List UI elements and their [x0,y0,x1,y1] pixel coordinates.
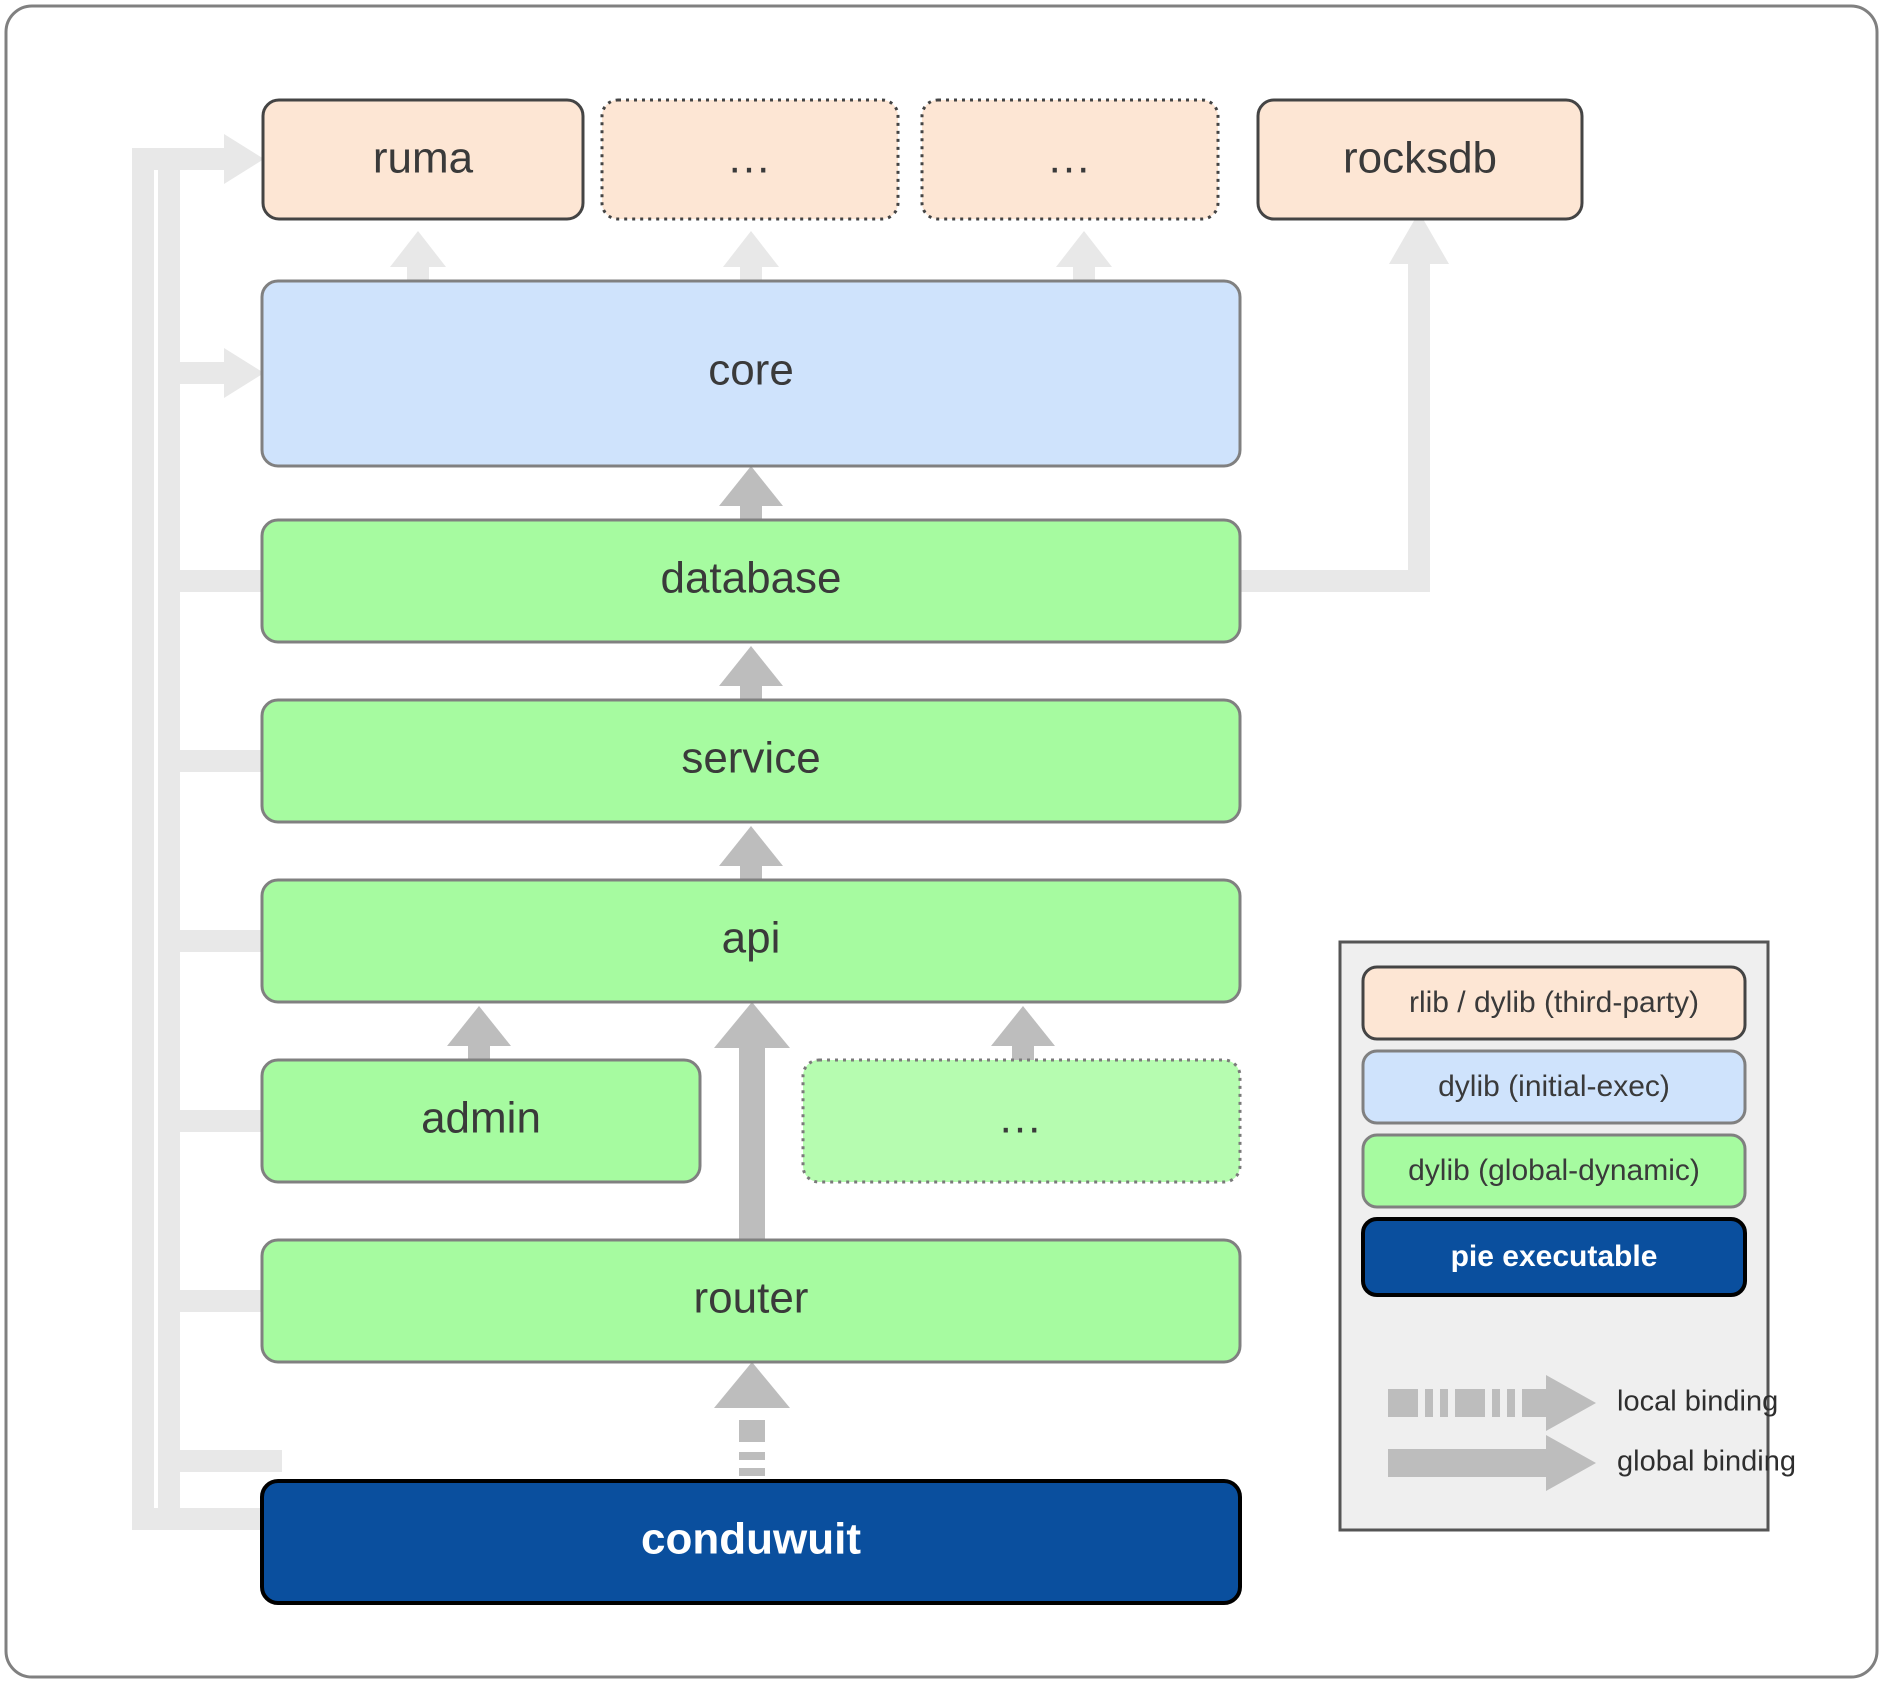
node-router-label: router [694,1274,809,1323]
node-conduwuit[interactable]: conduwuit [260,1479,1242,1605]
edge-router-api [714,1002,790,1240]
edge-database-core [719,466,783,522]
legend-global-binding: global binding [1388,1435,1796,1491]
node-api-box[interactable] [260,878,1242,1004]
db-rocksdb-arrowhead [1389,212,1449,264]
bus-trunk-outer [132,148,154,1530]
bus-bottom-run [132,1508,282,1530]
node-rocksdb-box[interactable] [1256,98,1584,221]
node-ruma[interactable]: ruma [261,98,585,221]
node-api-placeholder-box[interactable] [801,1058,1242,1184]
legend-global-binding-label: global binding [1617,1446,1796,1478]
node-database-label: database [660,554,841,603]
node-tp3-box[interactable] [920,98,1220,221]
bus-branch-ruma [154,148,224,170]
node-conduwuit-box[interactable] [260,1479,1242,1605]
legend-swatch-initial-exec-box [1361,1049,1747,1125]
node-tp3-label: ... [1049,134,1092,183]
node-admin-label: admin [421,1094,541,1143]
bus-arrow-core [224,348,264,398]
db-rocksdb-horizontal [1240,570,1430,592]
legend-swatch-pie-executable-box [1361,1217,1747,1297]
legend-swatch-pie-executable-label: pie executable [1451,1240,1658,1273]
node-tp2-label: ... [729,134,772,183]
legend-swatch-initial-exec: dylib (initial-exec) [1361,1049,1747,1125]
bus-arrow-ruma [224,134,264,184]
node-core[interactable]: core [260,279,1242,468]
legend-swatch-pie-executable: pie executable [1361,1217,1747,1297]
node-router[interactable]: router [260,1238,1242,1364]
node-core-label: core [708,346,794,395]
edge-service-database [719,646,783,702]
node-rocksdb[interactable]: rocksdb [1256,98,1584,221]
edge-api-service [719,826,783,882]
node-database[interactable]: database [260,518,1242,644]
node-tp2-box[interactable] [600,98,900,221]
bus-bottom-run-inner [158,1450,282,1472]
legend-local-binding-arrow-icon [1388,1375,1596,1431]
legend-swatch-global-dynamic-box [1361,1133,1747,1209]
node-api-placeholder[interactable]: ... [801,1058,1242,1184]
database-to-rocksdb-edge [1240,212,1449,592]
core-to-third-party-edges [390,231,1112,285]
node-admin[interactable]: admin [260,1058,702,1184]
bus-trunk-inner [158,148,180,1530]
edge-core-ruma [390,231,446,285]
legend-swatch-third-party-box [1361,965,1747,1041]
node-conduwuit-label: conduwuit [641,1515,861,1564]
legend-local-binding: local binding [1388,1375,1778,1431]
node-database-box[interactable] [260,518,1242,644]
bus-branch-service [158,750,268,772]
legend-global-binding-arrow-icon [1388,1435,1596,1491]
legend-local-binding-label: local binding [1617,1386,1778,1418]
legend-panel: rlib / dylib (third-party) dylib (initia… [1338,940,1796,1532]
bus-branch-core [158,362,224,384]
edge-conduwuit-router-local [714,1362,790,1476]
node-admin-box[interactable] [260,1058,702,1184]
legend-swatch-initial-exec-label: dylib (initial-exec) [1438,1070,1670,1103]
edge-core-tp3 [1056,231,1112,285]
legend-swatch-global-dynamic: dylib (global-dynamic) [1361,1133,1747,1209]
node-api-label: api [722,914,781,963]
node-third-party-placeholder-2[interactable]: ... [920,98,1220,221]
bus-branch-database [158,570,268,592]
legend-swatch-global-dynamic-label: dylib (global-dynamic) [1408,1154,1700,1187]
legend-swatch-third-party: rlib / dylib (third-party) [1361,965,1747,1041]
node-service-label: service [681,734,820,783]
db-rocksdb-vertical [1408,252,1430,592]
node-third-party-placeholder-1[interactable]: ... [600,98,900,221]
edge-placeholder-api [991,1006,1055,1062]
node-api-placeholder-label: ... [1000,1094,1043,1143]
edge-core-tp2 [723,231,779,285]
node-ruma-box[interactable] [261,98,585,221]
node-ruma-label: ruma [373,134,474,183]
edge-admin-api [447,1006,511,1062]
legend-swatch-third-party-label: rlib / dylib (third-party) [1409,986,1699,1019]
node-service[interactable]: service [260,698,1242,824]
node-api[interactable]: api [260,878,1242,1004]
node-service-box[interactable] [260,698,1242,824]
bus-branch-api [158,930,268,952]
stack-edges [447,466,1055,1476]
node-rocksdb-label: rocksdb [1343,134,1497,183]
bus-branch-router [158,1290,268,1312]
bus-branch-admin [158,1110,268,1132]
node-router-box[interactable] [260,1238,1242,1364]
node-core-box[interactable] [260,279,1242,468]
conduwuit-global-binding-bus [132,134,282,1530]
